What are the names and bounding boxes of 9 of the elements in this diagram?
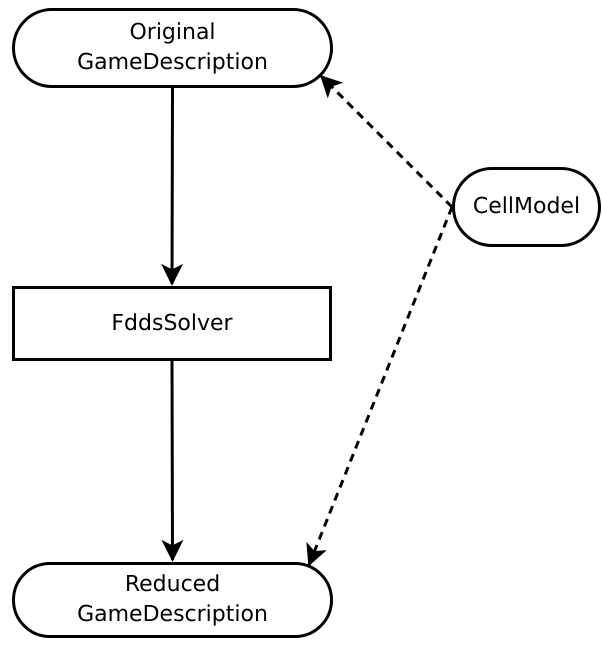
node-label: Reduced GameDescription <box>76 571 269 629</box>
arrow <box>161 88 184 286</box>
node-label: Original GameDescription <box>76 19 269 77</box>
node-label: FddsSolver <box>111 310 233 338</box>
node-label: CellModel <box>472 193 580 221</box>
arrow <box>161 361 184 562</box>
process-box <box>12 286 332 361</box>
arrow <box>306 206 454 566</box>
arrow <box>320 75 454 208</box>
